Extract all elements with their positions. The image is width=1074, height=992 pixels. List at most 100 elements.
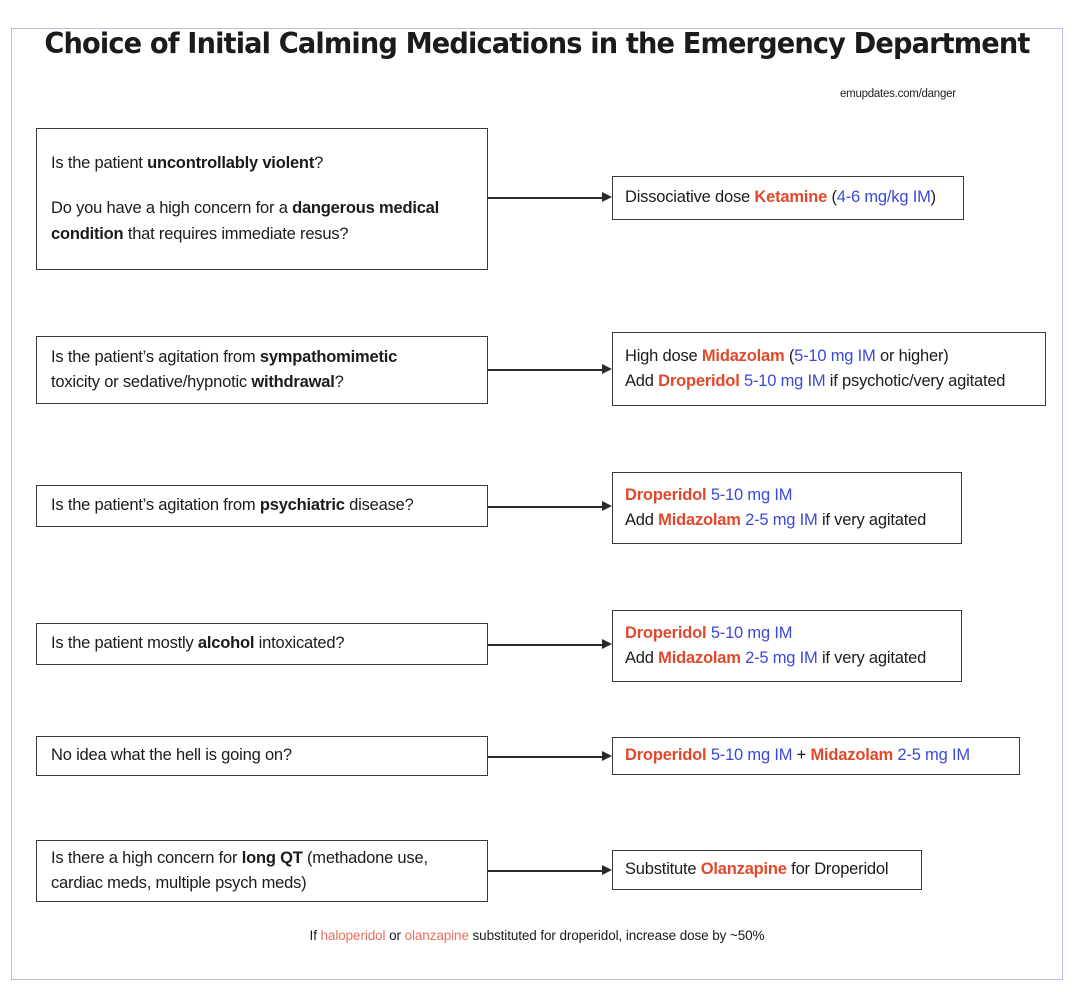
answer-line: Add Midazolam 2-5 mg IM if very agitated bbox=[625, 508, 949, 533]
dose-value: 4-6 mg/kg IM bbox=[836, 188, 931, 207]
body-text: ) bbox=[930, 188, 937, 207]
answer-box-long-qt[interactable]: Substitute Olanzapine for Droperidol bbox=[612, 850, 922, 890]
answer-line: Add Droperidol 5-10 mg IM if psychotic/v… bbox=[625, 369, 1033, 394]
footer-drug-name: olanzapine bbox=[404, 928, 469, 943]
drug-name: Ketamine bbox=[754, 188, 828, 207]
body-text: Add bbox=[625, 372, 659, 390]
answer-box-sympathomimetic-withdrawal[interactable]: High dose Midazolam (5-10 mg IM or highe… bbox=[612, 332, 1046, 406]
body-text: ( bbox=[827, 188, 837, 207]
body-text: intoxicated? bbox=[254, 634, 345, 653]
body-text: if very agitated bbox=[817, 649, 927, 667]
body-text: if very agitated bbox=[817, 511, 927, 529]
question-line: Is the patient’s agitation from psychiat… bbox=[51, 493, 473, 518]
emphasis-text: condition bbox=[51, 224, 124, 243]
question-line: Is the patient uncontrollably violent? bbox=[51, 151, 473, 176]
answer-line: High dose Midazolam (5-10 mg IM or highe… bbox=[625, 344, 1033, 369]
body-text: Add bbox=[625, 649, 659, 667]
footer-text: or bbox=[385, 928, 405, 943]
body-text: No idea what the hell is going on? bbox=[51, 746, 292, 765]
answer-line: Droperidol 5-10 mg IM bbox=[625, 621, 949, 646]
footer-text: substituted for droperidol, increase dos… bbox=[468, 928, 765, 943]
flow-arrow-uncontrollably-violent bbox=[488, 192, 612, 203]
body-text: Dissociative dose bbox=[625, 188, 755, 207]
body-text: Add bbox=[625, 511, 659, 529]
body-text: ( bbox=[784, 346, 795, 365]
question-box-no-idea[interactable]: No idea what the hell is going on? bbox=[36, 736, 488, 776]
body-text: toxicity or sedative/hypnotic bbox=[51, 373, 252, 391]
body-text: Do you have a high concern for a bbox=[51, 199, 293, 218]
footer-note: If haloperidol or olanzapine substituted… bbox=[0, 928, 1074, 943]
answer-line: Droperidol 5-10 mg IM + Midazolam 2-5 mg… bbox=[625, 743, 1007, 768]
arrow-head-icon bbox=[602, 865, 612, 875]
body-text: disease? bbox=[344, 496, 414, 515]
dose-value: 2-5 mg IM bbox=[897, 746, 970, 765]
body-text: ? bbox=[314, 154, 324, 173]
answer-line: Droperidol 5-10 mg IM bbox=[625, 483, 949, 508]
answer-line: Dissociative dose Ketamine (4-6 mg/kg IM… bbox=[625, 185, 951, 210]
body-text: Is the patient mostly bbox=[51, 634, 198, 653]
arrow-head-icon bbox=[602, 501, 612, 511]
drug-name: Droperidol bbox=[625, 485, 707, 504]
emphasis-text: long QT bbox=[241, 848, 303, 867]
question-line: No idea what the hell is going on? bbox=[51, 743, 473, 768]
question-line: condition that requires immediate resus? bbox=[51, 222, 473, 247]
emphasis-text: dangerous medical bbox=[292, 199, 440, 218]
arrow-head-icon bbox=[602, 192, 612, 202]
answer-box-uncontrollably-violent[interactable]: Dissociative dose Ketamine (4-6 mg/kg IM… bbox=[612, 176, 964, 220]
question-box-sympathomimetic-withdrawal[interactable]: Is the patient’s agitation from sympatho… bbox=[36, 336, 488, 404]
body-text: that requires immediate resus? bbox=[123, 224, 349, 243]
question-line: Is the patient’s agitation from sympatho… bbox=[51, 345, 473, 370]
emphasis-text: alcohol bbox=[197, 634, 255, 653]
drug-name: Midazolam bbox=[658, 649, 741, 667]
dose-value: 5-10 mg IM bbox=[710, 485, 793, 504]
source-url: emupdates.com/danger bbox=[840, 88, 956, 100]
question-line: Is the patient mostly alcohol intoxicate… bbox=[51, 631, 473, 656]
question-box-psychiatric-disease[interactable]: Is the patient’s agitation from psychiat… bbox=[36, 485, 488, 527]
body-text: for Droperidol bbox=[786, 860, 889, 879]
drug-name: Midazolam bbox=[658, 511, 741, 529]
question-line: toxicity or sedative/hypnotic withdrawal… bbox=[51, 370, 473, 395]
body-text: ? bbox=[334, 373, 344, 391]
body-text: + bbox=[792, 746, 811, 765]
flow-arrow-sympathomimetic-withdrawal bbox=[488, 364, 612, 375]
answer-box-no-idea[interactable]: Droperidol 5-10 mg IM + Midazolam 2-5 mg… bbox=[612, 737, 1020, 775]
body-text: cardiac meds, multiple psych meds) bbox=[51, 874, 307, 892]
arrow-shaft bbox=[488, 870, 603, 872]
answer-box-alcohol-intoxicated[interactable]: Droperidol 5-10 mg IM Add Midazolam 2-5 m… bbox=[612, 610, 962, 682]
arrow-shaft bbox=[488, 644, 603, 646]
question-line: Is there a high concern for long QT (met… bbox=[51, 846, 473, 871]
body-text: Is the patient bbox=[51, 154, 148, 173]
body-text: Is the patient’s agitation from bbox=[51, 496, 260, 515]
answer-line: Substitute Olanzapine for Droperidol bbox=[625, 857, 909, 882]
dose-value: 5-10 mg IM bbox=[710, 623, 793, 642]
line-spacer bbox=[51, 176, 473, 196]
body-text: (methadone use, bbox=[302, 848, 428, 867]
drug-name: Olanzapine bbox=[700, 860, 787, 879]
dose-value: 5-10 mg IM bbox=[710, 746, 793, 765]
arrow-shaft bbox=[488, 369, 603, 371]
body-text: if psychotic/very agitated bbox=[825, 372, 1006, 390]
body-text: High dose bbox=[625, 346, 702, 365]
emphasis-text: psychiatric bbox=[259, 496, 345, 515]
body-text: Substitute bbox=[625, 860, 701, 879]
body-text: Is the patient’s agitation from bbox=[51, 347, 260, 366]
question-line: cardiac meds, multiple psych meds) bbox=[51, 871, 473, 896]
drug-name: Midazolam bbox=[701, 346, 785, 365]
body-text: Is there a high concern for bbox=[51, 848, 242, 867]
emphasis-text: sympathomimetic bbox=[259, 347, 398, 366]
flow-arrow-psychiatric-disease bbox=[488, 501, 612, 512]
arrow-shaft bbox=[488, 506, 603, 508]
question-line: Do you have a high concern for a dangero… bbox=[51, 196, 473, 221]
question-box-uncontrollably-violent[interactable]: Is the patient uncontrollably violent? Do… bbox=[36, 128, 488, 270]
emphasis-text: uncontrollably violent bbox=[147, 154, 315, 173]
header: Choice of Initial Calming Medications in… bbox=[0, 27, 1074, 61]
arrow-shaft bbox=[488, 756, 603, 758]
dose-value: 5-10 mg IM bbox=[743, 372, 826, 390]
drug-name: Midazolam bbox=[810, 746, 894, 765]
arrow-head-icon bbox=[602, 639, 612, 649]
question-box-long-qt[interactable]: Is there a high concern for long QT (met… bbox=[36, 840, 488, 902]
dose-value: 2-5 mg IM bbox=[745, 649, 818, 667]
question-box-alcohol-intoxicated[interactable]: Is the patient mostly alcohol intoxicate… bbox=[36, 623, 488, 665]
